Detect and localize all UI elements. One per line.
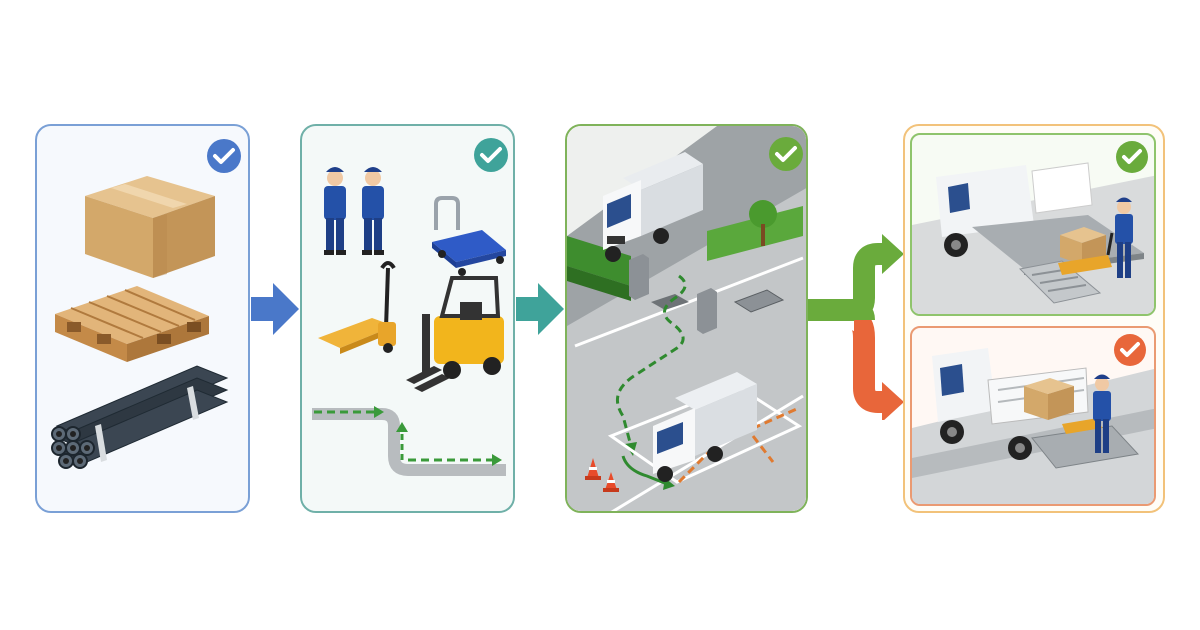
steel-pipe-bundle-icon bbox=[51, 365, 229, 469]
arrow-right-icon bbox=[516, 283, 564, 335]
platform-cart-icon bbox=[432, 196, 506, 276]
worker-icon bbox=[1115, 197, 1133, 278]
cardboard-box-icon bbox=[1024, 378, 1074, 420]
worker-icon bbox=[362, 167, 384, 255]
option-tail-lift-unloading bbox=[910, 326, 1156, 506]
stage-materials-panel bbox=[35, 124, 250, 513]
loading-ramp-icon bbox=[1018, 260, 1102, 304]
branch-arrow-icon bbox=[808, 234, 904, 420]
traffic-cone-icon bbox=[603, 472, 619, 492]
pallet-jack-icon bbox=[1058, 232, 1114, 275]
wooden-pallet-icon bbox=[55, 286, 209, 362]
manhole-cover-icon bbox=[651, 289, 785, 313]
cardboard-box-icon bbox=[85, 176, 215, 278]
box-truck-icon bbox=[653, 372, 757, 482]
check-icon bbox=[207, 139, 241, 173]
box-truck-icon bbox=[603, 152, 703, 262]
worker-icon bbox=[1093, 374, 1111, 453]
forklift-icon bbox=[406, 276, 504, 392]
check-icon bbox=[474, 138, 508, 172]
check-icon bbox=[1114, 334, 1146, 366]
worker-icon bbox=[324, 167, 346, 255]
hedge-icon bbox=[567, 206, 803, 301]
arrow-right-icon bbox=[251, 283, 299, 335]
bollard-icon bbox=[629, 254, 717, 334]
route-path-icon bbox=[312, 406, 506, 476]
check-icon bbox=[769, 137, 803, 171]
hand-pallet-jack-icon bbox=[318, 261, 396, 354]
check-icon bbox=[1116, 141, 1148, 173]
stage-handling-equipment-panel bbox=[300, 124, 515, 513]
tree-icon bbox=[749, 200, 777, 246]
traffic-cone-icon bbox=[585, 458, 601, 480]
option-ramp-unloading bbox=[910, 133, 1156, 316]
stage-site-access-route-panel bbox=[565, 124, 808, 513]
